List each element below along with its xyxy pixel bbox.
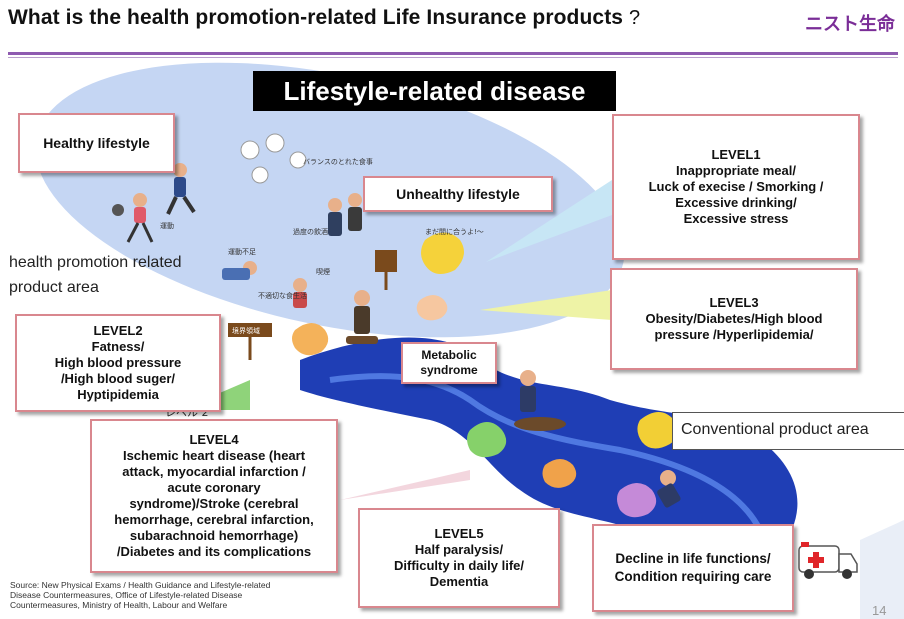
title-question-mark: ? (629, 7, 641, 29)
source-line: Source: New Physical Exams / Health Guid… (10, 580, 271, 590)
level2-line: High blood pressure (54, 355, 182, 370)
healthy-zone-ellipse (35, 62, 625, 338)
level3-line: pressure /Hyperlipidemia/ (654, 327, 814, 342)
level4-line: attack, myocardial infarction / (122, 464, 306, 479)
running-man (166, 163, 196, 215)
creature-yellow-2 (637, 412, 679, 449)
level5-line: Dementia (429, 574, 489, 589)
level3-line: Obesity/Diabetes/High blood (645, 311, 823, 326)
healthy-lifestyle-box: Healthy lifestyle (18, 113, 175, 173)
level1-line: Luck of execise / Smorking / (648, 179, 824, 194)
level5-title: LEVEL5 (434, 526, 484, 541)
corner-shape (860, 520, 904, 619)
header-divider-thin (8, 57, 898, 58)
pointer-level1 (486, 180, 612, 262)
header-divider (8, 52, 898, 55)
level5-line: Half paralysis/ (414, 542, 504, 557)
unhealthy-lifestyle-box: Unhealthy lifestyle (363, 176, 553, 212)
note-smoking: 喫煙 (316, 267, 330, 276)
note-lack-exercise: 運動不足 (228, 247, 256, 256)
conventional-area-box (672, 412, 904, 450)
decline-box: Decline in life functions/ Condition req… (592, 524, 794, 612)
source-line: Countermeasures, Ministry of Health, Lab… (10, 600, 228, 610)
level4-line: /Diabetes and its complications (116, 544, 312, 559)
health-promotion-area-line1: health promotion related (9, 254, 182, 271)
drinking-men (328, 193, 362, 236)
level3-title: LEVEL3 (709, 295, 759, 310)
healthy-lifestyle-label: Healthy lifestyle (43, 135, 150, 151)
note-still-in-time: まだ間に合うよ!〜 (425, 227, 484, 236)
note-balanced-meal: バランスのとれた食事 (303, 157, 373, 166)
level2-line: Fatness/ (91, 339, 145, 354)
metabolic-line1: Metabolic (421, 348, 477, 362)
note-boundary: 境界領域 (232, 326, 260, 335)
level2-title: LEVEL2 (93, 323, 143, 338)
creature-purple (617, 483, 657, 518)
level1-line: Excessive stress (683, 211, 789, 226)
level2-line: /High blood suger/ (60, 371, 176, 386)
health-promotion-area-line2: product area (9, 279, 99, 296)
decline-line: Condition requiring care (614, 569, 772, 584)
creature-orange-2 (542, 459, 577, 488)
creature-orange-1 (292, 323, 329, 356)
main-title: Lifestyle-related disease (253, 71, 616, 111)
level1-title: LEVEL1 (711, 147, 761, 162)
level5-line: Difficulty in daily life/ (393, 558, 525, 573)
falling-man (657, 470, 681, 508)
creature-green (467, 422, 507, 458)
level4-line: hemorrhage, cerebral infarction, (114, 512, 314, 527)
creature-yellow (421, 232, 464, 274)
ambulance-icon (798, 542, 858, 579)
creature-pink (416, 295, 448, 321)
level4-line: subarachnoid hemorrhage) (129, 528, 299, 543)
level1-line: Inappropriate meal/ (676, 163, 796, 178)
level3-box: LEVEL3 Obesity/Diabetes/High blood press… (610, 268, 858, 370)
man-on-boat (514, 370, 566, 431)
level2-box: LEVEL2 Fatness/ High blood pressure /Hig… (15, 314, 221, 412)
lazy-person (222, 261, 257, 280)
metabolic-syndrome-box: Metabolic syndrome (401, 342, 497, 384)
note-exercise: 運動 (160, 221, 174, 230)
eating-person (293, 278, 307, 308)
walking-man (346, 290, 378, 344)
brand-logo: ニスト生命 (805, 14, 895, 34)
source-note: Source: New Physical Exams / Health Guid… (10, 580, 270, 610)
title-text: What is the health promotion-related Lif… (8, 6, 624, 29)
page-number: 14 (872, 603, 887, 618)
note-improper-diet: 不適切な食生活 (258, 291, 307, 300)
level4-box: LEVEL4 Ischemic heart disease (heart att… (90, 419, 338, 573)
signpost (375, 250, 397, 290)
level1-line: Excessive drinking/ (675, 195, 797, 210)
unhealthy-lifestyle-label: Unhealthy lifestyle (396, 186, 520, 202)
level5-box: LEVEL5 Half paralysis/ Difficulty in dai… (358, 508, 560, 608)
level4-line: Ischemic heart disease (heart (122, 448, 306, 463)
level4-title: LEVEL4 (189, 432, 239, 447)
source-line: Disease Countermeasures, Office of Lifes… (10, 590, 243, 600)
note-excess-drinking: 過度の飲酒 (293, 227, 328, 236)
exercising-girl (112, 193, 154, 243)
page-title: What is the health promotion-related Lif… (8, 6, 640, 30)
pointer-level4 (340, 470, 470, 500)
conventional-area-label: Conventional product area (681, 421, 869, 438)
level1-box: LEVEL1 Inappropriate meal/ Luck of execi… (612, 114, 860, 260)
food-plates (240, 133, 307, 184)
level4-line: syndrome)/Stroke (cerebral (129, 496, 299, 511)
decline-line: Decline in life functions/ (615, 551, 771, 566)
river (300, 337, 798, 564)
level2-line: Hyptipidemia (77, 387, 159, 402)
metabolic-line2: syndrome (420, 363, 478, 377)
level4-line: acute coronary (167, 480, 261, 495)
boundary-sign (228, 323, 272, 360)
pointer-level3 (480, 290, 612, 320)
green-accent-left (215, 380, 250, 410)
